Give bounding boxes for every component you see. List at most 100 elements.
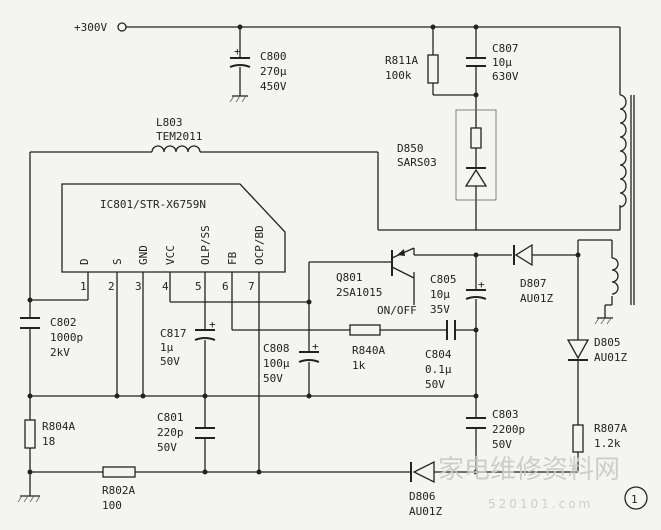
watermark: 家电维修资料网 520101.com <box>438 455 620 511</box>
svg-text:C804: C804 <box>425 348 452 361</box>
svg-text:100μ: 100μ <box>263 357 290 370</box>
svg-text:1k: 1k <box>352 359 366 372</box>
inductor-l803: L803 TEM2011 <box>151 116 202 153</box>
svg-text:C805: C805 <box>430 273 457 286</box>
svg-text:3: 3 <box>135 280 142 293</box>
svg-text:2200p: 2200p <box>492 423 525 436</box>
svg-text:35V: 35V <box>430 303 450 316</box>
svg-text:4: 4 <box>162 280 169 293</box>
transformer-aux-winding <box>594 257 619 325</box>
svg-text:L803: L803 <box>156 116 183 129</box>
svg-text:18: 18 <box>42 435 55 448</box>
svg-text:R807A: R807A <box>594 422 627 435</box>
svg-text:R802A: R802A <box>102 484 135 497</box>
svg-text:50V: 50V <box>492 438 512 451</box>
svg-text:R804A: R804A <box>42 420 75 433</box>
svg-text:2SA1015: 2SA1015 <box>336 286 382 299</box>
svg-text:10μ: 10μ <box>430 288 450 301</box>
capacitor-c804: C804 0.1μ 50V <box>425 320 456 391</box>
svg-text:2: 2 <box>108 280 115 293</box>
svg-text:5: 5 <box>195 280 202 293</box>
svg-text:+: + <box>209 318 216 331</box>
svg-text:C800: C800 <box>260 50 287 63</box>
svg-text:D850: D850 <box>397 142 424 155</box>
capacitor-c802: C802 1000p 2kV <box>20 316 83 359</box>
svg-text:C802: C802 <box>50 316 77 329</box>
diode-d850: D850 SARS03 <box>397 109 497 201</box>
svg-text:GND: GND <box>137 245 150 265</box>
svg-text:C807: C807 <box>492 42 519 55</box>
junction-dots <box>27 24 581 475</box>
svg-text:ON/OFF: ON/OFF <box>377 304 417 317</box>
svg-text:270μ: 270μ <box>260 65 287 78</box>
transistor-q801: Q801 2SA1015 ON/OFF <box>336 247 417 317</box>
svg-text:AU01Z: AU01Z <box>594 351 627 364</box>
svg-text:TEM2011: TEM2011 <box>156 130 202 143</box>
svg-text:OLP/SS: OLP/SS <box>199 225 212 265</box>
diode-d805: D805 AU01Z <box>566 336 627 364</box>
svg-text:D805: D805 <box>594 336 621 349</box>
ic-label: IC801/STR-X6759N <box>100 198 206 211</box>
svg-text:R840A: R840A <box>352 344 385 357</box>
svg-text:VCC: VCC <box>164 245 177 265</box>
diode-d807: D807 AU01Z <box>513 243 553 305</box>
svg-text:D: D <box>78 258 91 265</box>
capacitor-c803: C803 2200p 50V <box>466 408 525 451</box>
svg-text:220p: 220p <box>157 426 184 439</box>
svg-text:+: + <box>234 45 241 58</box>
resistor-r840a: R840A 1k <box>349 324 385 372</box>
transformer-primary <box>619 94 635 305</box>
svg-text:450V: 450V <box>260 80 287 93</box>
svg-text:50V: 50V <box>160 355 180 368</box>
svg-text:0.1μ: 0.1μ <box>425 363 452 376</box>
svg-text:C817: C817 <box>160 327 187 340</box>
svg-text:D807: D807 <box>520 277 547 290</box>
svg-text:100k: 100k <box>385 69 412 82</box>
svg-text:D806: D806 <box>409 490 436 503</box>
svg-text:FB: FB <box>226 251 239 265</box>
svg-text:OCP/BD: OCP/BD <box>253 225 266 265</box>
svg-text:7: 7 <box>248 280 255 293</box>
resistor-r804a: R804A 18 <box>17 419 75 503</box>
figure-number: 1 <box>624 486 648 510</box>
svg-text:AU01Z: AU01Z <box>520 292 553 305</box>
svg-text:C808: C808 <box>263 342 290 355</box>
svg-text:+: + <box>478 278 485 291</box>
svg-text:100: 100 <box>102 499 122 512</box>
svg-text:10μ: 10μ <box>492 56 512 69</box>
svg-text:R811A: R811A <box>385 54 418 67</box>
capacitor-c805: + C805 10μ 35V <box>430 273 487 316</box>
capacitor-c808: + C808 100μ 50V <box>263 340 320 385</box>
svg-text:1: 1 <box>631 493 638 506</box>
svg-text:50V: 50V <box>263 372 283 385</box>
svg-text:家电维修资料网: 家电维修资料网 <box>438 455 620 485</box>
resistor-r802a: R802A 100 <box>102 466 136 512</box>
svg-text:6: 6 <box>222 280 229 293</box>
svg-text:1: 1 <box>80 280 87 293</box>
svg-text:Q801: Q801 <box>336 271 363 284</box>
svg-text:520101.com: 520101.com <box>488 497 593 511</box>
resistor-r811a: R811A 100k <box>385 54 439 84</box>
resistor-r807a: R807A 1.2k <box>572 422 627 453</box>
svg-text:C801: C801 <box>157 411 184 424</box>
diode-d806: D806 AU01Z <box>409 460 442 518</box>
svg-text:1.2k: 1.2k <box>594 437 621 450</box>
svg-text:S: S <box>111 258 124 265</box>
svg-text:1000p: 1000p <box>50 331 83 344</box>
wiring <box>29 26 621 496</box>
svg-text:50V: 50V <box>425 378 445 391</box>
supply-terminal: +300V <box>74 21 127 34</box>
capacitor-c801: C801 220p 50V <box>157 411 215 454</box>
svg-text:50V: 50V <box>157 441 177 454</box>
svg-text:SARS03: SARS03 <box>397 156 437 169</box>
svg-text:AU01Z: AU01Z <box>409 505 442 518</box>
capacitor-c817: + C817 1μ 50V <box>160 318 216 368</box>
ic801: IC801/STR-X6759N D S GND VCC OLP/SS FB O… <box>61 183 286 293</box>
svg-text:2kV: 2kV <box>50 346 70 359</box>
capacitor-c800: + C800 270μ 450V <box>229 45 287 103</box>
supply-label: +300V <box>74 21 107 34</box>
capacitor-c807: C807 10μ 630V <box>466 42 519 83</box>
svg-text:C803: C803 <box>492 408 519 421</box>
